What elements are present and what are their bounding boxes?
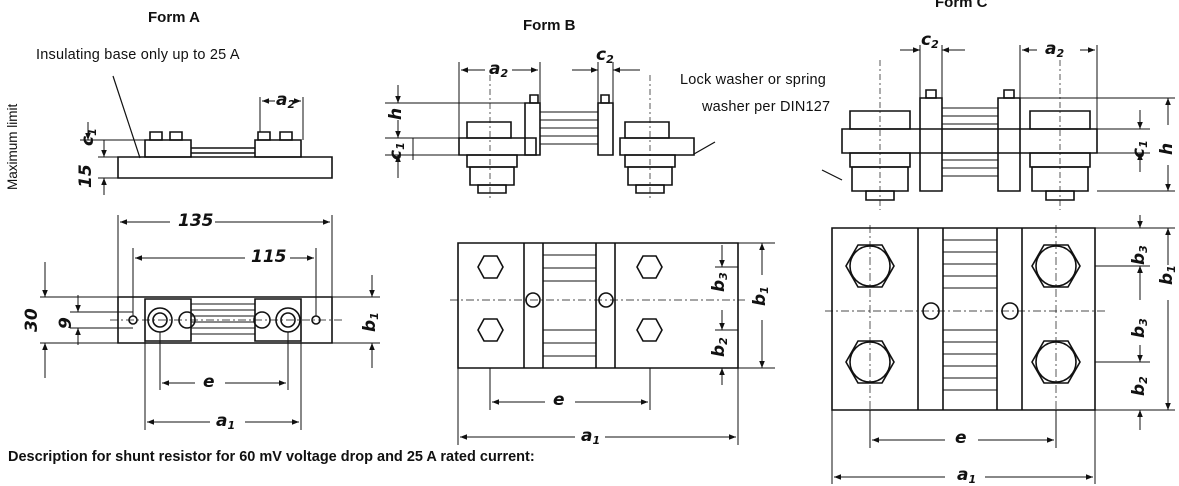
form-a-115-label: 115 [251,247,287,267]
form-c-title: Form C [935,0,988,11]
form-a-e-label: e [203,372,215,392]
form-a-30-label: 30 [22,308,42,332]
form-c-b3-bottom-label: b3 [1129,318,1150,338]
form-c-a1-label: a1 [957,465,977,486]
form-b-side-view [385,62,715,200]
form-c-a2-label: a2 [1045,39,1065,60]
form-b-title: Form B [523,17,576,34]
form-a-title: Form A [148,9,200,26]
form-c-h-label: h [1157,142,1177,155]
form-c-b3-top-label: b3 [1129,245,1150,265]
form-a-c1-label: c1 [78,128,99,146]
form-a-b1-label: b1 [360,312,381,332]
maximum-limit-label: Maximum limit [5,103,20,190]
form-b-b1-label: b1 [750,286,771,306]
form-a-135-label: 135 [178,211,214,231]
form-c-e-label: e [955,428,967,448]
form-b-c1-label: c1 [386,142,407,160]
form-a-15-label: 15 [76,164,96,188]
form-b-a2-label: a2 [489,59,509,80]
form-b-b3-label: b3 [709,272,730,292]
form-c-c2-label: c2 [921,30,939,51]
lock-washer-note-line2: washer per DIN127 [702,99,831,115]
form-b-c2-label: c2 [596,45,614,66]
insulating-base-note: Insulating base only up to 25 A [36,47,240,63]
form-c-side-view [822,45,1175,210]
description-caption: Description for shunt resistor for 60 mV… [8,449,535,465]
form-b-b2-label: b2 [709,337,730,357]
form-c-plan-view [825,215,1175,484]
form-a-a1-label: a1 [216,411,236,432]
form-a-9-label: 9 [56,317,76,329]
form-a-side-view [80,76,332,195]
form-c-c1-label: c1 [1129,140,1150,158]
lock-washer-note-line1: Lock washer or spring [680,72,827,88]
form-a-a2-label: a2 [276,90,296,111]
form-b-a1-label: a1 [581,426,601,447]
form-a-plan-view [40,215,380,430]
form-b-h-label: h [386,107,406,120]
form-c-b2-label: b2 [1129,376,1150,396]
form-b-plan-view [450,243,775,445]
form-c-b1-label: b1 [1157,265,1178,285]
form-b-e-label: e [553,390,565,410]
